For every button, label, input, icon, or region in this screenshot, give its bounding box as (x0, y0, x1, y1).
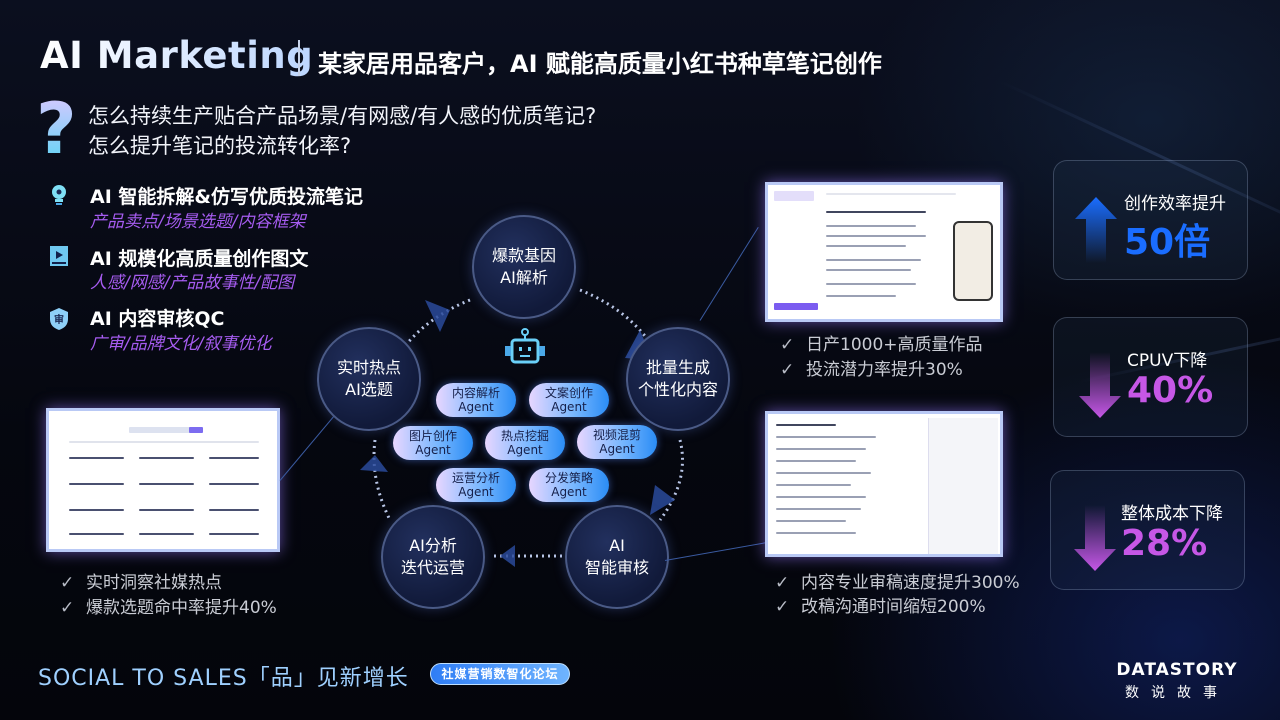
cycle-node-batch-generation: 批量生成个性化内容 (626, 327, 730, 431)
arrow-down-icon (1074, 505, 1116, 571)
node-line: 实时热点 (336, 358, 401, 377)
node-line: 迭代运营 (400, 558, 465, 577)
check-item: ✓ 改稿沟通时间缩短200% (775, 592, 986, 617)
review-screenshot (765, 411, 1003, 557)
agent-name: 内容解析 (451, 386, 500, 400)
node-line: AI (609, 536, 625, 555)
cycle-node-hot-topics: 实时热点 AI选题 (317, 327, 421, 431)
agent-suffix: Agent (551, 485, 587, 499)
check-text: 投流潜力率提升30% (806, 360, 963, 380)
event-name: SOCIAL TO SALES「品」见新增长 (38, 666, 409, 691)
agent-name: 文案创作 (544, 386, 593, 400)
check-item: ✓ 投流潜力率提升30% (780, 355, 963, 380)
question-2: 怎么提升笔记的投流转化率? (88, 134, 352, 158)
forum-badge: 社媒营销数智化论坛 (430, 663, 570, 685)
stat-label: CPUV下降 (1127, 351, 1208, 371)
feature-sub-2: 人感/网感/产品故事性/配图 (90, 273, 295, 293)
check-item: ✓ 实时洞察社媒热点 (60, 568, 222, 593)
page-subtitle: 某家居用品客户，AI 赋能高质量小红书种草笔记创作 (318, 50, 882, 78)
generation-screenshot (765, 182, 1003, 322)
check-icon: ✓ (60, 573, 75, 593)
agent-name: 图片创作 (408, 429, 457, 443)
datastory-logo: DATASTORY 数说故事 (1112, 660, 1242, 702)
agent-suffix: Agent (458, 485, 494, 499)
node-line: AI分析 (409, 536, 457, 555)
node-line: 批量生成 (645, 358, 710, 377)
agent-suffix: Agent (507, 443, 543, 457)
feature-sub-1: 产品卖点/场景选题/内容框架 (90, 212, 306, 232)
node-line: AI选题 (345, 380, 393, 399)
question-mark-icon: ? (36, 88, 77, 170)
node-line: 爆款基因 (491, 246, 556, 265)
node-line: 智能审核 (584, 558, 649, 577)
shield-icon: 审 (48, 308, 70, 330)
arrow-up-icon (1075, 197, 1117, 263)
check-icon: ✓ (780, 360, 795, 380)
stat-value: 50倍 (1124, 222, 1211, 263)
cycle-node-iterative-ops: AI分析迭代运营 (381, 505, 485, 609)
feature-title-2: AI 规模化高质量创作图文 (90, 248, 309, 270)
agent-suffix: Agent (551, 400, 587, 414)
lightbulb-icon (48, 184, 70, 206)
stat-card-cost: 整体成本下降 28% (1050, 470, 1245, 590)
svg-text:审: 审 (54, 313, 64, 326)
stat-label: 整体成本下降 (1121, 504, 1223, 524)
feature-title-1: AI 智能拆解&仿写优质投流笔记 (90, 186, 363, 208)
stat-card-cpuv: CPUV下降 40% (1053, 317, 1248, 437)
agent-suffix: Agent (458, 400, 494, 414)
cycle-node-gene-analysis: 爆款基因 AI解析 (472, 215, 576, 319)
node-line: 个性化内容 (637, 380, 718, 399)
check-item: ✓ 内容专业审稿速度提升300% (775, 568, 1020, 593)
page-title: AI Marketing (40, 34, 314, 77)
check-text: 爆款选题命中率提升40% (86, 598, 277, 618)
check-text: 实时洞察社媒热点 (86, 573, 222, 593)
feature-title-3: AI 内容审核QC (90, 308, 225, 330)
feature-sub-3: 广审/品牌文化/叙事优化 (90, 334, 272, 354)
logo-en: DATASTORY (1116, 660, 1238, 680)
logo-cn: 数说故事 (1125, 685, 1229, 701)
agent-suffix: Agent (415, 443, 451, 457)
title-divider (298, 40, 300, 76)
robot-icon (503, 328, 547, 372)
check-text: 改稿沟通时间缩短200% (801, 597, 986, 617)
stat-value: 40% (1127, 370, 1214, 411)
video-icon (48, 245, 70, 267)
check-item: ✓ 爆款选题命中率提升40% (60, 593, 277, 618)
question-1: 怎么持续生产贴合产品场景/有网感/有人感的优质笔记? (88, 104, 597, 128)
cycle-node-ai-review: AI 智能审核 (565, 505, 669, 609)
node-line: AI解析 (500, 268, 548, 287)
check-icon: ✓ (60, 598, 75, 618)
check-icon: ✓ (775, 573, 790, 593)
agent-name: 分发策略 (544, 471, 593, 485)
stat-card-efficiency: 创作效率提升 50倍 (1053, 160, 1248, 280)
check-icon: ✓ (780, 335, 795, 355)
agent-name: 运营分析 (451, 471, 500, 485)
check-icon: ✓ (775, 597, 790, 617)
stat-value: 28% (1121, 523, 1208, 564)
arrow-down-icon (1079, 352, 1121, 418)
hotspot-screenshot (46, 408, 280, 552)
agent-suffix: Agent (599, 442, 635, 456)
agent-name: 热点挖掘 (500, 429, 549, 443)
check-text: 日产1000+高质量作品 (806, 335, 983, 355)
stat-label: 创作效率提升 (1124, 194, 1226, 214)
check-text: 内容专业审稿速度提升300% (801, 573, 1020, 593)
check-item: ✓ 日产1000+高质量作品 (780, 330, 983, 355)
agent-name: 视频混剪 (592, 428, 641, 442)
